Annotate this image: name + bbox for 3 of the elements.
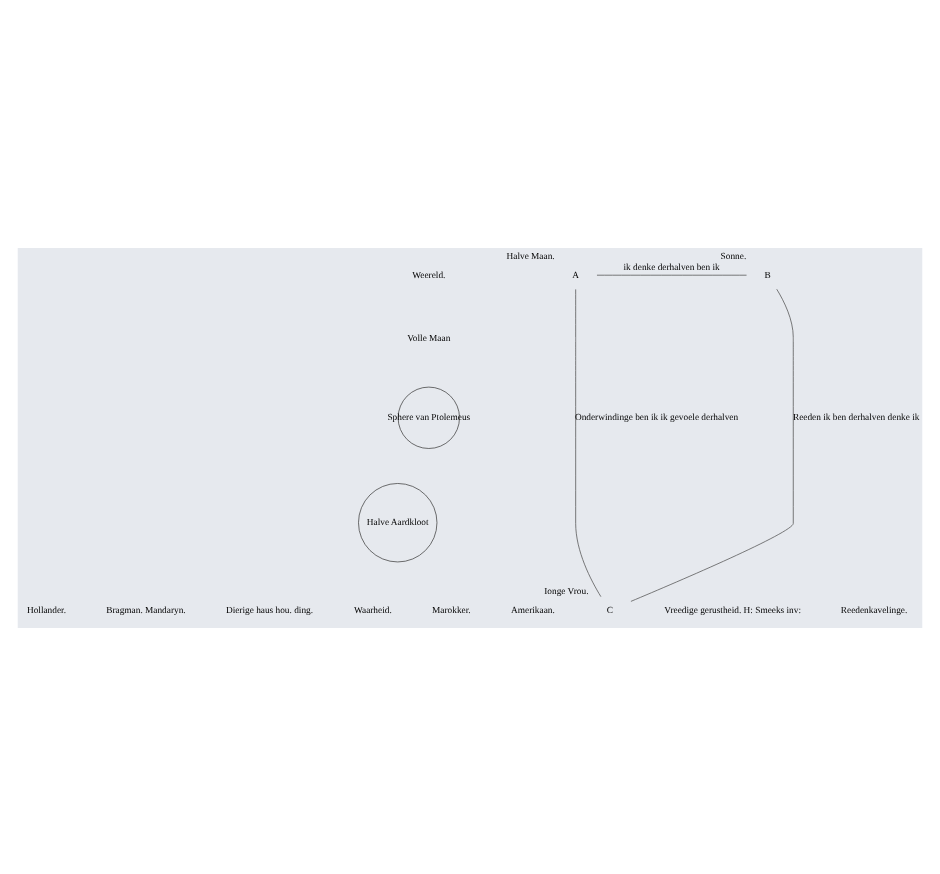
- connector: [630, 287, 794, 601]
- connector: [596, 273, 747, 275]
- connector: [575, 288, 602, 597]
